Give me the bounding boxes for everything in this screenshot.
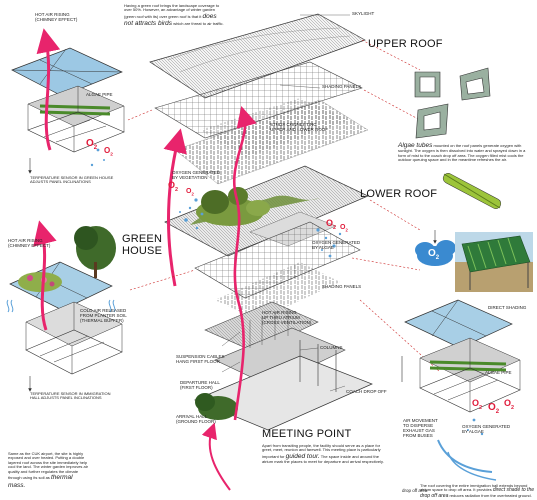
algae-tubes-note: Algae tubes mounted on the roof panels g… [398, 142, 533, 163]
upper-roof-heading: UPPER ROOF [368, 38, 443, 50]
cold-air-label: COLD AIR RELEASED FROM PLANTER SOIL (THE… [80, 308, 127, 323]
panel-inclination-icons [415, 68, 490, 138]
hot-air-atrium-label: HOT AIR RISING UP THRU ATRIUM (CROSS VEN… [262, 310, 311, 325]
hot-air-rising-arrow-top [46, 40, 50, 150]
hot-air-top-left-label: HOT AIR RISING (CHIMNEY EFFECT) [35, 12, 77, 22]
oxygen-symbol-4: O2 [186, 188, 194, 196]
roof-note-end: reduces radiation from the overheated gr… [449, 493, 531, 498]
suspension-cables-label: SUSPENSION CABLES HANG FIRST FLOOR [176, 354, 225, 364]
shading-panels-lower-label: SHADING PANELS [322, 284, 361, 289]
oxygen-symbol-2: O2 [104, 146, 113, 158]
columns-label: COLUMNS [320, 345, 343, 350]
studs-label: STUDS CONNECTING UPPER AND LOWER ROOF [270, 122, 328, 132]
oxygen-symbol-cloud: O2 [428, 248, 439, 261]
oxygen-symbol-9: O2 [504, 398, 514, 411]
oxygen-symbol-8: O2 [488, 402, 499, 415]
algae-pipe-top-left-label: ALGAE PIPE [86, 92, 113, 97]
roof-shade-note: The roof covering the entire immigration… [420, 484, 536, 500]
hot-air-mid-left-label: HOT AIR RISING (CHIMNEY EFFECT) [8, 238, 50, 248]
oxygen-algae-mid-label: OXYGEN GENERATED BY ALGAE [312, 240, 360, 250]
oxygen-algae-bottom-label: OXYGEN GENERATED BY ALGAE [462, 424, 510, 434]
meeting-point-note: Apart from transiting people, the facili… [262, 444, 387, 465]
oxygen-symbol-6: O2 [340, 224, 348, 232]
green-house-heading: GREEN HOUSE [122, 234, 162, 257]
lower-roof-heading: LOWER ROOF [360, 188, 437, 200]
air-movement-label: AIR MOVEMENT TO DISPERSE EXHAUST GAS FRO… [403, 418, 438, 438]
arrival-hall-label: ARRIVAL HALL (GROUND FLOOR) [176, 414, 216, 424]
cuk-note-text: Same as the CUK airport, the site is hig… [8, 451, 88, 480]
oxygen-symbol-7: O2 [472, 398, 482, 411]
skylight-label: SKYLIGHT [352, 11, 374, 16]
algae-panel-photo [455, 232, 533, 292]
sensor-immigration-label: TERPERATURE SENSOR IN IMMIGRATION HALL A… [30, 392, 111, 401]
green-roof-note-end: which are threat to air traffic. [173, 21, 223, 26]
departure-hall-label: DEPARTURE HALL (FIRST FLOOR) [180, 380, 220, 390]
direct-shading-label: DIRECT SHADING [488, 305, 526, 310]
algae-tube [441, 172, 502, 211]
greenhouse-module-mid [10, 226, 122, 374]
meeting-point-heading: MEETING POINT [262, 428, 351, 440]
immigration-module-bottom [405, 300, 520, 412]
cuk-airport-note: Same as the CUK airport, the site is hig… [8, 452, 90, 489]
air-movement-arrow [438, 440, 492, 472]
shading-panels-upper-label: SHADING PANELS [322, 84, 361, 89]
oxygen-symbol-1: O2 [86, 138, 97, 151]
sensor-green-house-label: TERPERATURE SENSOR IN GREEN HOUSE ADJUST… [30, 176, 113, 185]
oxygen-symbol-3: O2 [168, 180, 178, 193]
coach-drop-off-label: COACH DROP OFF [346, 389, 387, 394]
greenhouse-module-top [12, 48, 124, 152]
oxygen-symbol-5: O2 [326, 218, 336, 231]
oxygen-vegetation-label: OXYGEN GENERATED BY VEGETATION [172, 170, 220, 180]
green-roof-note: Having a green roof brings the landscape… [124, 4, 224, 27]
algae-pipe-bottom-right-label: ALGAE PIPE [485, 370, 512, 375]
hot-air-left-arrow [169, 140, 178, 286]
ground-hot-air-arrow [210, 430, 230, 490]
